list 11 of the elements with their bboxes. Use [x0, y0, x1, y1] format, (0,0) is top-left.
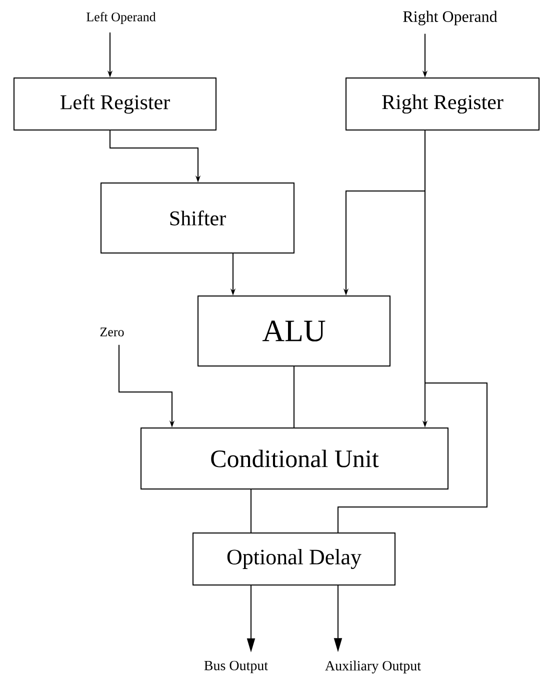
input-label: Right Operand — [403, 10, 498, 26]
delay-box: Optional Delay — [192, 532, 396, 586]
register-box: Right Register — [346, 78, 540, 130]
input-label: Left Operand — [86, 12, 156, 24]
shifter-box: Shifter — [100, 182, 294, 254]
alu-box: ALU — [198, 296, 390, 366]
output-label: Auxiliary Output — [325, 660, 421, 674]
unit-box: Conditional Unit — [140, 428, 448, 490]
register-box: Left Register — [14, 78, 216, 130]
output-label: Bus Output — [204, 660, 268, 674]
input-label: Zero — [100, 328, 124, 336]
